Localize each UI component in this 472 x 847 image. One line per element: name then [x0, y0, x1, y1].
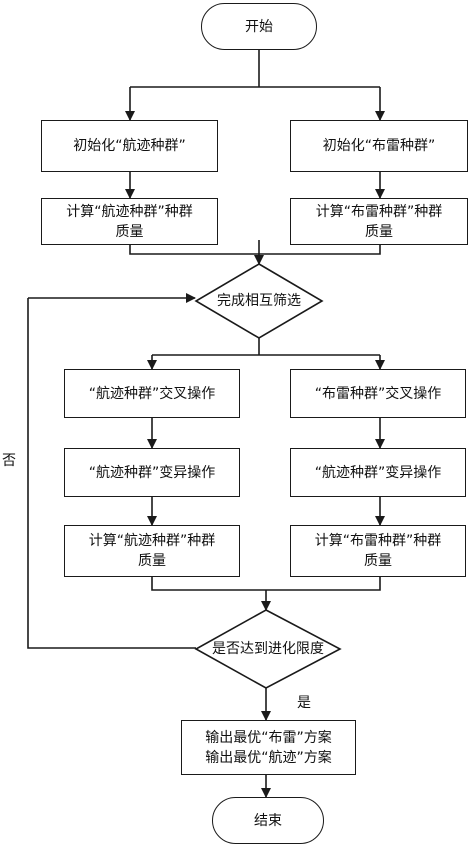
- decision-diamond-limit: [194, 609, 342, 689]
- mutate-right-box: “航迹种群”变异操作: [290, 448, 466, 497]
- end-node: 结束: [212, 797, 324, 844]
- cross-route-label: “航迹种群”交叉操作: [88, 385, 216, 402]
- quality-mine-2-line1: 计算“布雷种群”种群: [314, 533, 442, 549]
- init-route-box: 初始化“航迹种群”: [41, 120, 218, 172]
- output-box: 输出最优“布雷”方案 输出最优“航迹”方案: [181, 720, 356, 775]
- no-branch-label: 否: [2, 453, 16, 469]
- quality-route-2-line2: 质量: [138, 553, 166, 569]
- quality-mine-box-1: 计算“布雷种群”种群 质量: [290, 198, 468, 245]
- mutate-right-label: “航迹种群”变异操作: [314, 464, 442, 481]
- init-mine-label: 初始化“布雷种群”: [322, 138, 436, 154]
- decision-diamond-screen: [194, 263, 324, 339]
- limit-check-label: 是否达到进化限度: [212, 641, 324, 657]
- yes-branch-label: 是: [297, 695, 311, 711]
- end-label: 结束: [254, 812, 282, 829]
- quality-mine-1-line1: 计算“布雷种群”种群: [315, 203, 443, 220]
- mutate-route-label: “航迹种群”变异操作: [88, 464, 216, 481]
- quality-route-2-line1: 计算“航迹种群”种群: [88, 533, 216, 549]
- cross-route-box: “航迹种群”交叉操作: [64, 369, 240, 418]
- quality-route-box-1: 计算“航迹种群”种群 质量: [41, 198, 218, 245]
- output-line1: 输出最优“布雷”方案: [205, 729, 332, 746]
- cross-mine-label: “布雷种群”交叉操作: [314, 385, 442, 402]
- quality-route-box-2: 计算“航迹种群”种群 质量: [64, 525, 240, 577]
- quality-mine-2-line2: 质量: [364, 553, 392, 569]
- quality-route-1-line2: 质量: [115, 223, 144, 240]
- start-node: 开始: [201, 3, 317, 50]
- init-route-label: 初始化“航迹种群”: [73, 138, 186, 154]
- quality-mine-1-line2: 质量: [365, 223, 393, 240]
- output-line2: 输出最优“航迹”方案: [205, 749, 332, 766]
- cross-mine-box: “布雷种群”交叉操作: [290, 369, 466, 418]
- mutual-screen-label: 完成相互筛选: [217, 293, 301, 309]
- quality-route-1-line1: 计算“航迹种群”种群: [66, 203, 193, 220]
- quality-mine-box-2: 计算“布雷种群”种群 质量: [290, 525, 466, 577]
- init-mine-box: 初始化“布雷种群”: [290, 120, 468, 172]
- start-label: 开始: [245, 18, 273, 35]
- mutate-route-box: “航迹种群”变异操作: [64, 448, 240, 497]
